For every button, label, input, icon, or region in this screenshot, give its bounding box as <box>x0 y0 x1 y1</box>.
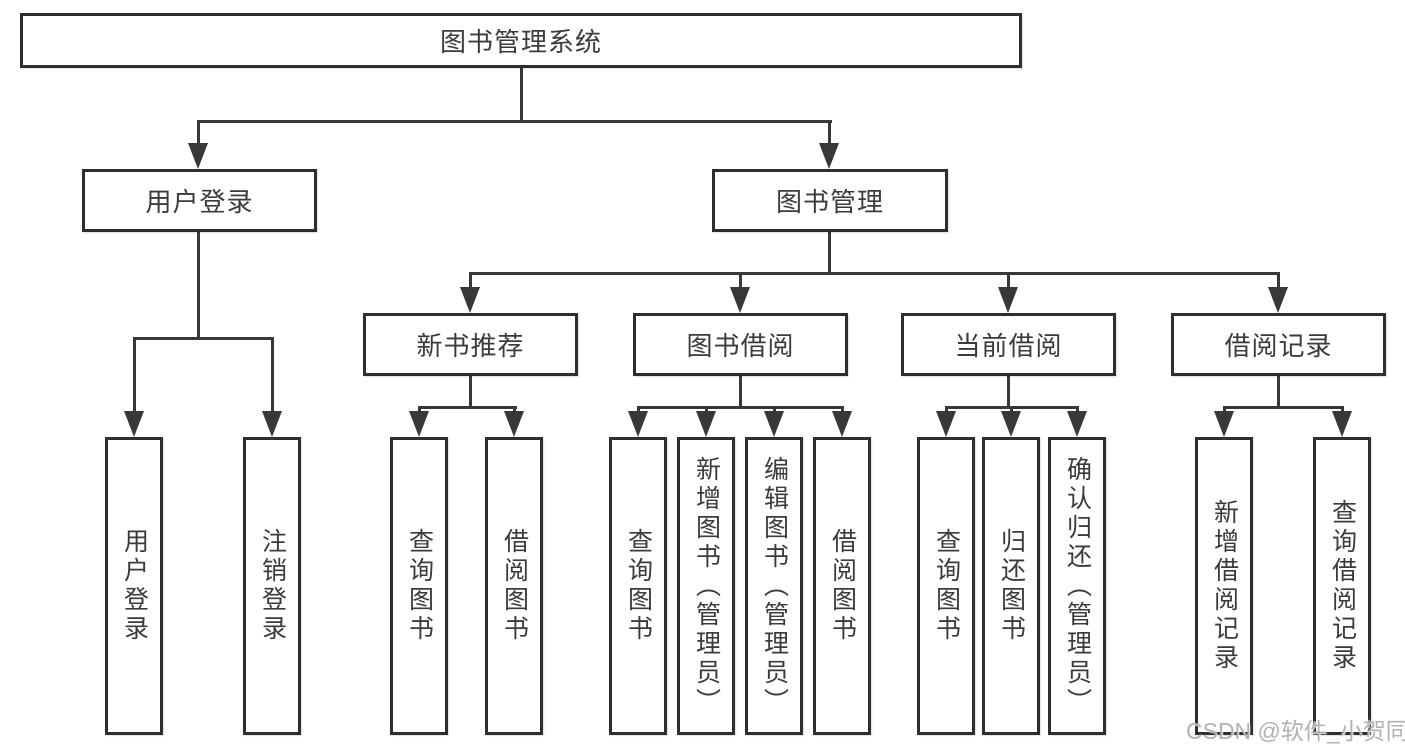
node-new-book-recommend-label: 新书推荐 <box>416 331 525 361</box>
connector-user-login-stem <box>197 232 200 340</box>
node-user-login-label: 用户登录 <box>145 187 254 217</box>
connector-level1-split <box>197 120 832 123</box>
connector-to-current-borrow <box>1007 272 1010 288</box>
connector-recommend-stem <box>469 376 472 409</box>
connector-to-leaf-return-books <box>1010 406 1013 414</box>
arrowhead-leaf-query-record-icon <box>1332 411 1352 437</box>
node-borrow-records-label: 借阅记录 <box>1224 331 1333 361</box>
connector-to-leaf-query-current <box>945 406 948 414</box>
connector-root-stem <box>520 68 523 123</box>
leaf-borrow-books: 借阅图书 <box>813 437 871 735</box>
arrowhead-leaf-borrow-books-icon <box>832 411 852 437</box>
leaf-confirm-return-admin: 确认归还（管理员） <box>1048 437 1106 735</box>
connector-to-leaf-query-recommend <box>418 406 421 414</box>
connector-to-new-book-recommend <box>469 272 472 288</box>
leaf-query-books-current: 查询图书 <box>917 437 975 735</box>
connector-borrow-stem <box>739 376 742 409</box>
leaf-logout: 注销登录 <box>243 437 301 735</box>
connector-to-leaf-user-login <box>133 337 136 412</box>
leaf-query-books-borrow: 查询图书 <box>609 437 667 735</box>
leaf-query-borrow-record: 查询借阅记录 <box>1313 437 1371 735</box>
leaf-user-login: 用户登录 <box>105 437 163 735</box>
connector-borrow-split <box>637 406 844 409</box>
arrowhead-book-management-icon <box>819 143 839 169</box>
leaf-query-borrow-record-label: 查询借阅记录 <box>1328 499 1357 673</box>
node-borrow-records: 借阅记录 <box>1171 313 1386 376</box>
leaf-borrow-books-recommend-label: 借阅图书 <box>500 528 529 644</box>
arrowhead-leaf-borrow-recommend-icon <box>504 411 524 437</box>
connector-level2-split <box>469 272 1280 275</box>
connector-to-leaf-borrow-books <box>841 406 844 414</box>
connector-to-leaf-confirm-return <box>1076 406 1079 414</box>
node-new-book-recommend: 新书推荐 <box>363 313 578 376</box>
node-book-borrow: 图书借阅 <box>633 313 848 376</box>
leaf-add-borrow-record-label: 新增借阅记录 <box>1210 499 1239 673</box>
node-book-management: 图书管理 <box>712 169 948 232</box>
node-user-login: 用户登录 <box>82 169 317 232</box>
connector-to-leaf-add-record <box>1223 406 1226 414</box>
connector-to-borrow-records <box>1277 272 1280 288</box>
connector-to-user-login <box>197 120 200 146</box>
node-root: 图书管理系统 <box>20 13 1022 68</box>
connector-to-leaf-query-borrow <box>637 406 640 414</box>
connector-book-management-stem <box>828 232 831 275</box>
leaf-query-books-recommend-label: 查询图书 <box>405 528 434 644</box>
arrowhead-leaf-confirm-return-icon <box>1067 411 1087 437</box>
arrowhead-leaf-query-recommend-icon <box>409 411 429 437</box>
leaf-borrow-books-label: 借阅图书 <box>828 528 857 644</box>
arrowhead-leaf-add-books-icon <box>696 411 716 437</box>
connector-recommend-split <box>418 406 517 409</box>
connector-to-leaf-logout <box>271 337 274 412</box>
node-current-borrow-label: 当前借阅 <box>954 331 1063 361</box>
leaf-return-books: 归还图书 <box>982 437 1040 735</box>
leaf-confirm-return-admin-label: 确认归还（管理员） <box>1063 455 1092 717</box>
arrowhead-leaf-logout-icon <box>262 411 282 437</box>
connector-user-login-split <box>133 337 274 340</box>
csdn-watermark: CSDN @软件_小贺同学 <box>1186 718 1405 744</box>
node-book-management-label: 图书管理 <box>775 187 884 217</box>
connector-to-book-borrow <box>739 272 742 288</box>
arrowhead-leaf-query-current-icon <box>936 411 956 437</box>
leaf-edit-books-admin-label: 编辑图书（管理员） <box>760 455 789 717</box>
connector-current-stem <box>1007 376 1010 409</box>
leaf-borrow-books-recommend: 借阅图书 <box>485 437 543 735</box>
leaf-logout-label: 注销登录 <box>258 528 287 644</box>
leaf-add-books-admin-label: 新增图书（管理员） <box>692 455 721 717</box>
leaf-add-borrow-record: 新增借阅记录 <box>1195 437 1253 735</box>
leaf-query-books-current-label: 查询图书 <box>932 528 961 644</box>
arrowhead-leaf-user-login-icon <box>124 411 144 437</box>
connector-records-split <box>1223 406 1344 409</box>
arrowhead-leaf-add-record-icon <box>1214 411 1234 437</box>
connector-to-leaf-edit-books <box>773 406 776 414</box>
arrowhead-borrow-records-icon <box>1268 287 1288 313</box>
leaf-edit-books-admin: 编辑图书（管理员） <box>745 437 803 735</box>
arrowhead-new-book-recommend-icon <box>460 287 480 313</box>
arrowhead-user-login-icon <box>188 143 208 169</box>
leaf-add-books-admin: 新增图书（管理员） <box>677 437 735 735</box>
leaf-query-books-recommend: 查询图书 <box>390 437 448 735</box>
arrowhead-leaf-return-books-icon <box>1001 411 1021 437</box>
leaf-user-login-label: 用户登录 <box>120 528 149 644</box>
connector-to-leaf-query-record <box>1341 406 1344 414</box>
node-book-borrow-label: 图书借阅 <box>686 331 795 361</box>
arrowhead-book-borrow-icon <box>730 287 750 313</box>
arrowhead-current-borrow-icon <box>998 287 1018 313</box>
connector-to-leaf-add-books <box>705 406 708 414</box>
leaf-return-books-label: 归还图书 <box>997 528 1026 644</box>
arrowhead-leaf-query-borrow-icon <box>628 411 648 437</box>
connector-records-stem <box>1277 376 1280 409</box>
connector-to-leaf-borrow-recommend <box>513 406 516 414</box>
connector-to-book-management <box>828 120 831 146</box>
leaf-query-books-borrow-label: 查询图书 <box>624 528 653 644</box>
node-current-borrow: 当前借阅 <box>901 313 1116 376</box>
arrowhead-leaf-edit-books-icon <box>764 411 784 437</box>
node-root-label: 图书管理系统 <box>439 27 602 57</box>
